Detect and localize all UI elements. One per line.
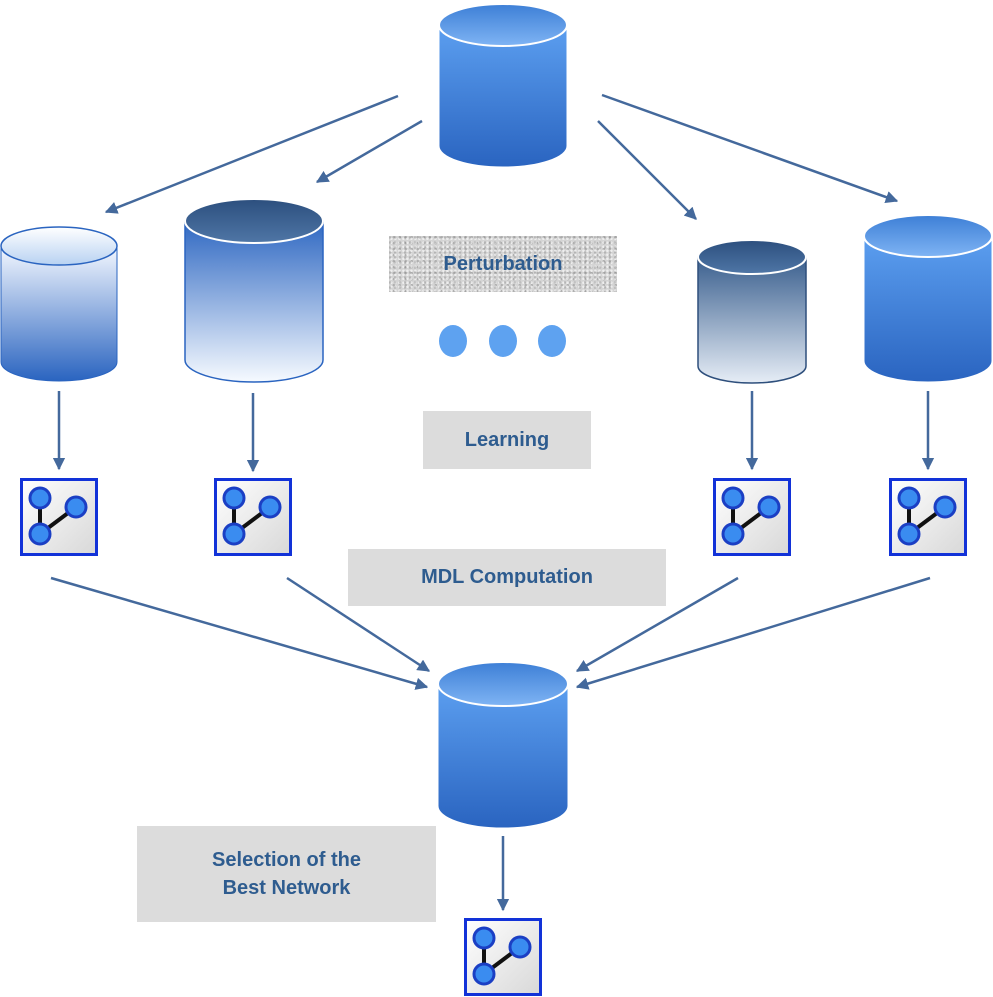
- arrow: [597, 120, 697, 220]
- arrow: [286, 576, 431, 673]
- mdl-computation-label: MDL Computation: [348, 549, 666, 606]
- network-graph-icon: [20, 478, 98, 556]
- network-graph-icon: [464, 918, 542, 996]
- database-icon: [184, 198, 324, 383]
- selection-text-line2: Best Network: [222, 877, 351, 899]
- learning-text: Learning: [464, 428, 550, 451]
- ellipsis-dot: [489, 325, 517, 357]
- network-graph-icon: [214, 478, 292, 556]
- selection-text-line1: Selection of the: [212, 849, 361, 871]
- ellipsis-dot: [538, 325, 566, 357]
- perturbation-label: Perturbation: [389, 236, 617, 292]
- database-icon: [863, 214, 993, 383]
- network-graph-icon: [713, 478, 791, 556]
- perturbation-text: Perturbation: [443, 252, 563, 275]
- database-icon: [437, 661, 569, 829]
- network-graph-icon: [889, 478, 967, 556]
- database-icon: [0, 226, 118, 382]
- arrow: [601, 93, 899, 204]
- learning-label: Learning: [423, 411, 591, 469]
- arrow: [50, 576, 429, 690]
- database-icon: [697, 239, 807, 384]
- arrows-learning: [52, 391, 935, 473]
- selection-label: Selection of the Best Network: [137, 826, 436, 922]
- arrow: [104, 94, 399, 214]
- arrow: [575, 576, 739, 673]
- arrows-mdl: [50, 576, 931, 690]
- ellipsis-dot: [439, 325, 467, 357]
- arrow: [575, 576, 931, 690]
- arrows-perturb: [104, 93, 899, 220]
- mdl-computation-text: MDL Computation: [421, 566, 593, 588]
- database-icon: [438, 3, 568, 168]
- arrow: [315, 119, 423, 184]
